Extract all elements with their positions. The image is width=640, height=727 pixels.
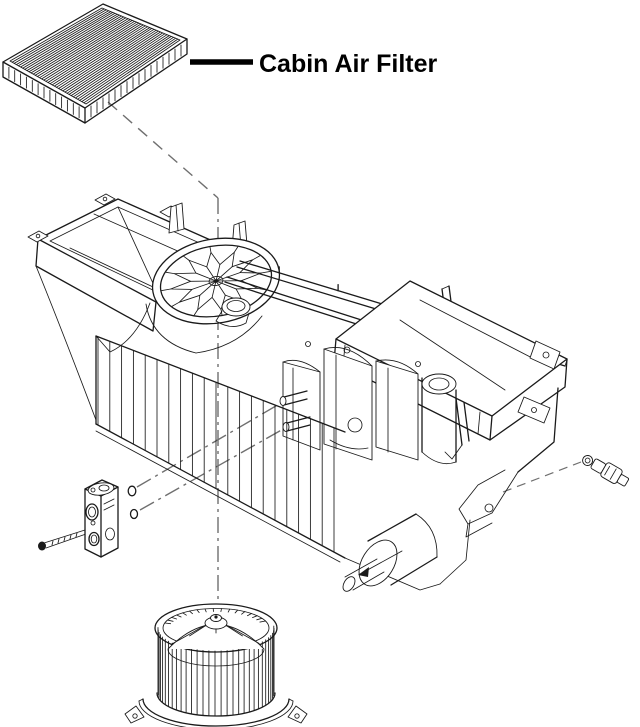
evap-temp-sensor bbox=[582, 455, 629, 487]
filter-pleat bbox=[11, 8, 105, 63]
filter-pleat bbox=[15, 10, 109, 66]
filter-pleat bbox=[17, 11, 112, 67]
filter-pleat bbox=[43, 21, 138, 81]
filter-pleat bbox=[51, 25, 146, 86]
ring-spoke bbox=[199, 280, 217, 296]
filter-pleat bbox=[36, 19, 131, 77]
filter-pleat bbox=[53, 26, 148, 87]
filter-pleat bbox=[55, 27, 151, 88]
filter-pleat bbox=[81, 37, 177, 103]
drain-spout bbox=[342, 513, 438, 592]
rim-tick bbox=[234, 609, 239, 614]
ring-fin bbox=[252, 255, 261, 261]
ring-fin bbox=[171, 301, 180, 307]
filter-drop-leader-line bbox=[107, 101, 219, 199]
filter-pleat bbox=[58, 27, 153, 89]
ring-spoke bbox=[190, 280, 217, 282]
ring-spoke bbox=[215, 264, 221, 282]
ring-spoke bbox=[215, 280, 237, 290]
filter-pleat bbox=[24, 13, 118, 70]
valve-leader-line-upper bbox=[136, 402, 282, 488]
filter-pleat bbox=[47, 23, 142, 83]
filter-pleat bbox=[28, 15, 122, 73]
rim-tick bbox=[227, 608, 231, 613]
expansion-valve-group bbox=[38, 479, 139, 558]
ring-spoke bbox=[206, 266, 217, 282]
filter-pleat bbox=[64, 30, 159, 93]
part-label: Cabin Air Filter bbox=[259, 50, 438, 78]
rim-tick bbox=[167, 619, 174, 622]
ring-fin bbox=[233, 246, 239, 253]
filter-pleat bbox=[49, 24, 144, 85]
part-label-group: Cabin Air Filter bbox=[190, 50, 438, 78]
ring-spoke bbox=[215, 266, 233, 282]
ribbed-case-front bbox=[95, 335, 346, 563]
filter-pleat bbox=[45, 22, 140, 82]
ring-spoke bbox=[195, 272, 217, 282]
filter-pleat bbox=[26, 14, 120, 72]
ring-fin bbox=[209, 246, 212, 253]
rim-tick bbox=[220, 608, 222, 613]
fan-hub-cone bbox=[167, 614, 265, 667]
rim-tick bbox=[189, 610, 193, 615]
filter-pleat bbox=[66, 31, 161, 94]
ring-fin bbox=[165, 271, 175, 275]
filter-pleat bbox=[22, 12, 116, 69]
cabin-air-filter bbox=[2, 3, 188, 124]
blower-motor-fan bbox=[124, 603, 308, 727]
ring-fin bbox=[161, 288, 172, 291]
ring-fin bbox=[183, 255, 190, 261]
rim-tick bbox=[196, 609, 200, 614]
filter-pleat bbox=[72, 34, 168, 98]
filter-pleat bbox=[79, 36, 174, 101]
filter-pleat bbox=[68, 32, 164, 95]
filter-pleat bbox=[41, 20, 135, 80]
rim-tick bbox=[204, 608, 207, 613]
rim-tick bbox=[171, 616, 178, 620]
o-rings bbox=[127, 485, 139, 520]
rim-tick bbox=[164, 622, 172, 625]
ring-spoke bbox=[211, 280, 217, 298]
rim-tick bbox=[176, 614, 182, 618]
expansion-valve bbox=[84, 479, 119, 558]
filter-pleat bbox=[70, 33, 166, 97]
filter-pleat bbox=[83, 38, 179, 104]
rim-tick bbox=[241, 611, 246, 615]
filter-pleat bbox=[77, 35, 172, 100]
ring-spoke bbox=[191, 280, 217, 290]
rim-tick bbox=[246, 613, 252, 617]
rim-tick bbox=[256, 617, 263, 621]
ring-spoke bbox=[215, 280, 226, 296]
filter-pleat bbox=[32, 17, 127, 75]
hvac-housing-assembly bbox=[27, 193, 568, 592]
filter-pleat bbox=[62, 29, 157, 92]
rim-tick bbox=[259, 620, 266, 623]
drain-direction-arrow bbox=[358, 567, 369, 577]
cone-line bbox=[172, 624, 208, 644]
filter-pleat bbox=[39, 19, 133, 79]
mounting-bolt bbox=[38, 529, 87, 551]
rim-tick bbox=[182, 612, 187, 616]
ring-fin bbox=[193, 309, 199, 316]
rim-tick bbox=[252, 615, 258, 619]
cone-line bbox=[224, 624, 260, 644]
filter-pleat bbox=[60, 28, 155, 91]
filter-pleat bbox=[20, 11, 114, 68]
ring-fin bbox=[260, 271, 271, 274]
filter-pleat bbox=[13, 9, 107, 64]
filter-pleat bbox=[74, 35, 170, 99]
valve-leader-line-lower bbox=[139, 427, 286, 511]
filter-pleat bbox=[34, 18, 129, 76]
filter-pleat bbox=[30, 16, 125, 74]
